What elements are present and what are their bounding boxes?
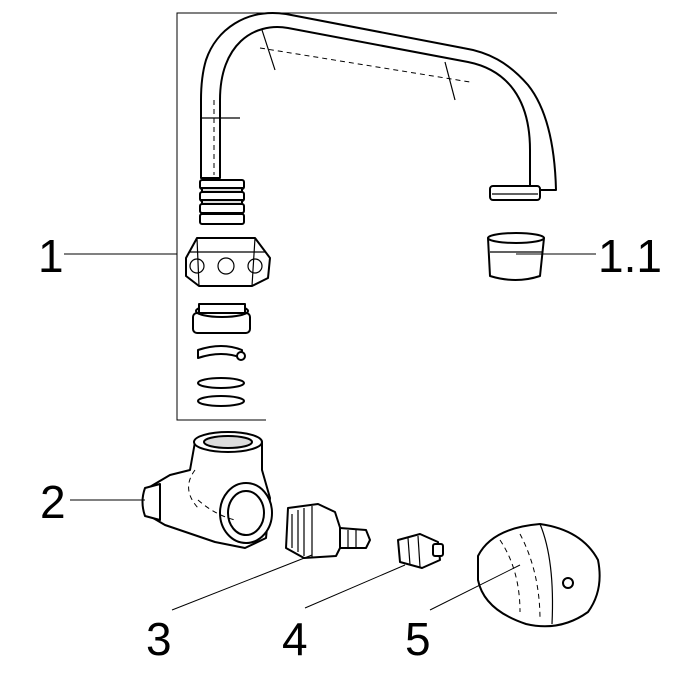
spline-adapter <box>397 533 444 569</box>
callout-4: 4 <box>282 613 308 665</box>
leader-line-3 <box>171 554 313 611</box>
assembly-bracket <box>176 12 557 421</box>
callout-5: 5 <box>405 613 431 665</box>
spout-seal-rings <box>199 179 245 225</box>
split-ring <box>197 345 246 361</box>
aerator <box>487 232 545 281</box>
callout-3: 3 <box>146 613 172 665</box>
o-ring-upper <box>197 377 245 389</box>
handle-knob <box>477 523 601 628</box>
leader-line-4 <box>304 564 406 609</box>
callout-1-1: 1.1 <box>598 230 662 282</box>
spout <box>200 12 557 201</box>
compression-ring <box>192 303 251 334</box>
leader-line-5 <box>429 564 521 611</box>
callout-2: 2 <box>40 476 66 528</box>
callout-1: 1 <box>38 230 64 282</box>
o-ring-lower <box>197 395 245 407</box>
valve-body <box>141 431 273 549</box>
valve-cartridge <box>285 503 371 559</box>
union-nut <box>185 237 271 287</box>
